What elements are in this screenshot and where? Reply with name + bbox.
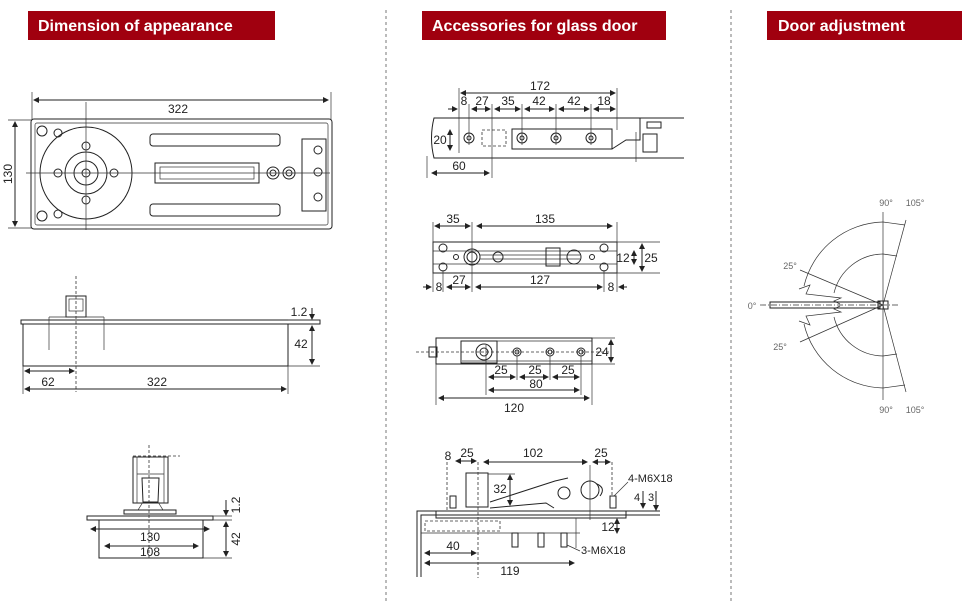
dim-102: 102 (523, 446, 543, 460)
header-adjustment: Door adjustment (767, 11, 962, 40)
top-patch-drawing: 172 8 27 35 42 42 18 20 60 (426, 79, 684, 178)
label-25-lower: 25° (773, 342, 787, 352)
label-105-bottom: 105° (906, 405, 925, 415)
dim-front-height: 42 (229, 532, 243, 546)
dim-18: 18 (597, 94, 611, 108)
dim-25: 25 (644, 251, 658, 265)
dim-27: 27 (452, 273, 466, 287)
pivot-plate-drawing: 35 135 8 27 127 8 12 25 (423, 212, 660, 294)
dim-20: 20 (433, 133, 447, 147)
dim-8: 8 (445, 449, 452, 463)
dim-25-right: 25 (594, 446, 608, 460)
dim-127: 127 (530, 273, 550, 287)
header-dimension-label: Dimension of appearance (38, 18, 233, 35)
dim-side-length: 322 (147, 375, 167, 389)
section-drawing: 8 25 102 25 32 4-M6X18 4 3 12 3-M6X18 40… (416, 446, 673, 578)
label-25-upper: 25° (783, 261, 797, 271)
dim-40: 40 (446, 539, 460, 553)
label-0: 0° (748, 301, 757, 311)
dim-119: 119 (500, 564, 519, 578)
header-accessories-label: Accessories for glass door (432, 18, 637, 35)
dim-172: 172 (530, 79, 550, 93)
header-adjustment-label: Door adjustment (778, 18, 906, 35)
label-4-m6x18: 4-M6X18 (628, 473, 673, 485)
dim-25: 25 (561, 363, 575, 377)
screw-holes (463, 132, 597, 144)
dim-plate: 1.2 (291, 305, 308, 319)
dim-8-right: 8 (608, 280, 615, 294)
label-105-top: 105° (906, 198, 925, 208)
dim-front-plate: 1.2 (229, 496, 243, 513)
dim-12: 12 (601, 520, 615, 534)
door-leaf (769, 301, 881, 309)
closer-top-view: 322 130 (1, 92, 333, 230)
dim-offset: 62 (41, 375, 55, 389)
dim-24: 24 (595, 345, 609, 359)
dim-25: 25 (494, 363, 508, 377)
dim-length: 322 (168, 102, 188, 116)
dim-outer-width: 130 (140, 530, 160, 544)
dim-height: 42 (294, 337, 308, 351)
dim-32: 32 (493, 482, 507, 496)
header-accessories: Accessories for glass door (422, 11, 666, 40)
closer-side-view: 1.2 42 62 322 (20, 276, 321, 394)
closer-front-view: 130 108 1.2 42 (86, 445, 243, 560)
dim-35: 35 (446, 212, 460, 226)
dim-80: 80 (529, 377, 543, 391)
dim-width: 130 (1, 164, 15, 184)
dim-25: 25 (528, 363, 542, 377)
dim-120: 120 (504, 401, 524, 415)
label-90-bottom: 90° (879, 405, 893, 415)
dim-25-left: 25 (460, 446, 474, 460)
dim-inner-width: 108 (140, 545, 160, 559)
dim-8: 8 (461, 94, 468, 108)
door-adjustment-diagram: 90° 105° 25° 0° 25° 90° 105° (748, 198, 925, 415)
dim-27: 27 (475, 94, 489, 108)
dim-135: 135 (535, 212, 555, 226)
header-dimension: Dimension of appearance (28, 11, 275, 40)
dim-42: 42 (567, 94, 581, 108)
dim-35: 35 (501, 94, 515, 108)
dim-42: 42 (532, 94, 546, 108)
dim-12: 12 (616, 251, 630, 265)
dim-4: 4 (634, 492, 640, 504)
bottom-strap-drawing: 25 25 25 80 120 24 (416, 337, 615, 415)
dim-3: 3 (648, 492, 654, 504)
dim-60: 60 (452, 159, 466, 173)
dim-8-left: 8 (436, 280, 443, 294)
label-90-top: 90° (879, 198, 893, 208)
label-3-m6x18: 3-M6X18 (581, 545, 626, 557)
